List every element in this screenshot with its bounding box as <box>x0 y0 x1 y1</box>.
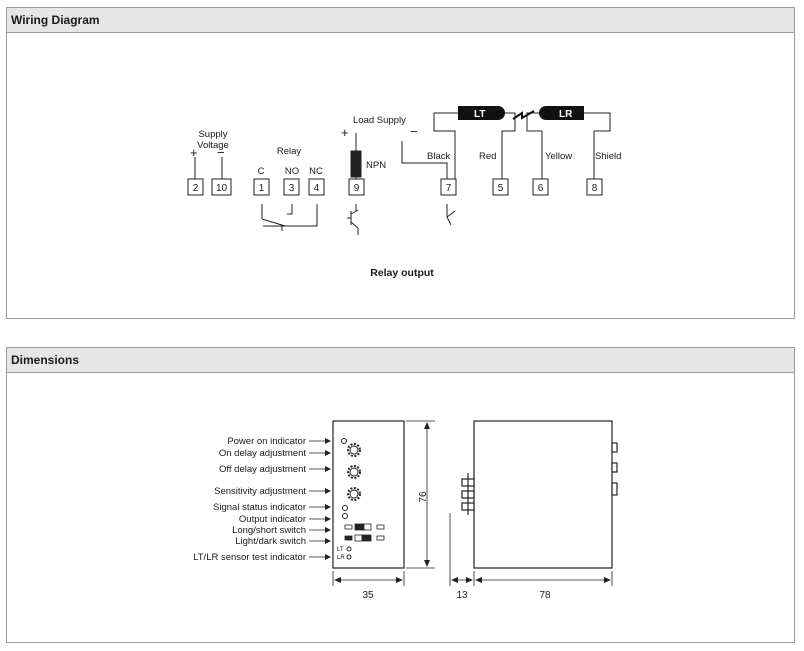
terminal-7: 7 <box>446 183 452 194</box>
width-dimension: 35 <box>362 590 374 601</box>
black-wire-label: Black <box>427 151 450 162</box>
lt-test-indicator-icon <box>346 546 352 552</box>
power-indicator-icon <box>341 438 347 444</box>
long-short-switch-icon <box>344 523 385 531</box>
output-indicator-icon <box>342 513 348 519</box>
terminal-9: 9 <box>354 183 360 194</box>
terminal-3: 3 <box>289 183 295 194</box>
terminal-1: 1 <box>259 183 265 194</box>
shield-wire-label: Shield <box>595 151 621 162</box>
supply-label-line1: Supply <box>198 129 227 140</box>
depth-front-dimension: 13 <box>456 590 468 601</box>
label-power-on: Power on indicator <box>227 436 306 447</box>
label-lt-lr-test: LT/LR sensor test indicator <box>193 552 306 563</box>
lt-sensor-block <box>458 106 505 120</box>
terminal-10: 10 <box>216 183 228 194</box>
lt-label: LT <box>474 109 485 120</box>
lr-label: LR <box>559 109 573 120</box>
dimensions-title: Dimensions <box>7 348 794 373</box>
wiring-diagram: LT LR 2 10 1 3 4 9 7 5 6 8 <box>187 106 621 279</box>
dimensions-panel: Dimensions <box>6 347 795 643</box>
label-long-short: Long/short switch <box>232 525 306 536</box>
sensitivity-knob-icon <box>347 487 361 501</box>
off-delay-knob-icon <box>347 465 361 479</box>
npn-plus: + <box>341 125 349 140</box>
wiring-diagram-title: Wiring Diagram <box>7 8 794 33</box>
relay-nc-label: NC <box>309 166 323 177</box>
load-supply-label: Load Supply <box>353 115 406 126</box>
label-on-delay: On delay adjustment <box>219 448 306 459</box>
terminal-2: 2 <box>193 183 199 194</box>
supply-minus: − <box>217 145 225 160</box>
relay-no-label: NO <box>285 166 299 177</box>
signal-indicator-icon <box>342 505 348 511</box>
lr-small-label: LR <box>337 555 345 561</box>
light-dark-switch-icon <box>344 534 385 542</box>
label-sensitivity: Sensitivity adjustment <box>214 486 306 497</box>
supply-plus: + <box>190 145 198 160</box>
relay-output-caption: Relay output <box>370 267 434 279</box>
load-supply-minus: − <box>410 124 418 139</box>
dimensions-diagram: LT LR Power on indicator On delay adjust… <box>193 420 618 601</box>
depth-dimension: 78 <box>539 590 551 601</box>
device-side-view <box>461 420 618 569</box>
lr-test-indicator-icon <box>346 554 352 560</box>
lt-small-label: LT <box>337 547 344 553</box>
yellow-wire-label: Yellow <box>545 151 572 162</box>
terminal-5: 5 <box>498 183 504 194</box>
supply-label-line2: Voltage <box>197 140 229 151</box>
label-off-delay: Off delay adjustment <box>219 464 306 475</box>
wiring-diagram-panel: Wiring Diagram <box>6 7 795 319</box>
beam-icon <box>512 110 535 120</box>
device-front-view <box>332 420 405 569</box>
red-wire-label: Red <box>479 151 496 162</box>
relay-c-label: C <box>258 166 265 177</box>
label-signal-status: Signal status indicator <box>213 502 306 513</box>
terminal-6: 6 <box>538 183 544 194</box>
lr-sensor-block <box>539 106 584 120</box>
terminal-4: 4 <box>314 183 320 194</box>
npn-label: NPN <box>366 160 386 171</box>
on-delay-knob-icon <box>347 443 361 457</box>
terminal-8: 8 <box>592 183 598 194</box>
height-dimension: 76 <box>418 491 429 503</box>
label-light-dark: Light/dark switch <box>235 536 306 547</box>
relay-label: Relay <box>277 146 302 157</box>
label-output: Output indicator <box>239 514 306 525</box>
